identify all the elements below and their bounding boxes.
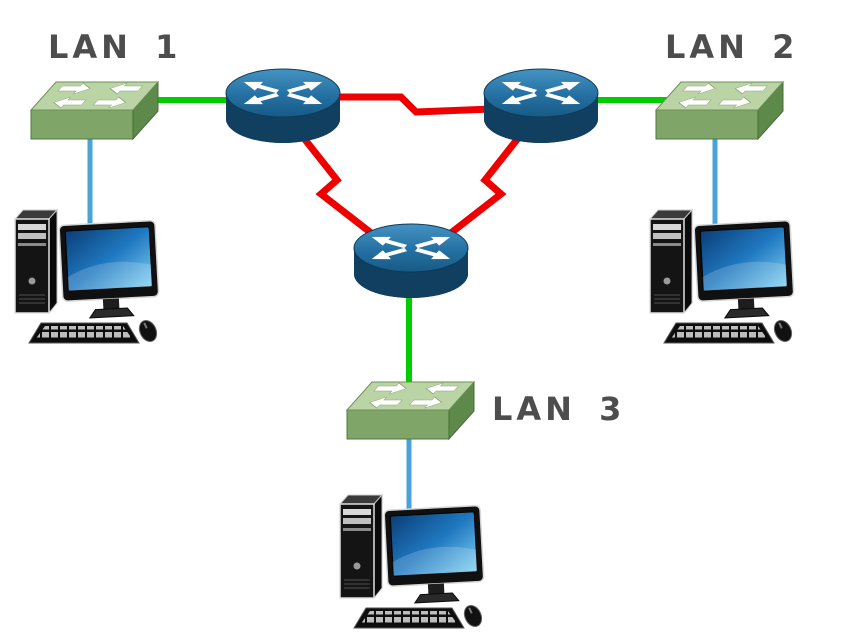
lan2-label: LAN 2 [665, 28, 798, 66]
router-2-icon [483, 68, 599, 144]
lan1-label: LAN 1 [48, 28, 181, 66]
router-3-icon [353, 223, 469, 299]
links-layer [87, 93, 718, 525]
router-1-icon [225, 68, 341, 144]
link-router1-router3 [296, 129, 387, 246]
labels-layer: LAN 1 LAN 2 LAN 3 [48, 28, 798, 428]
switch-1-icon [30, 81, 159, 140]
switch-3-icon [346, 381, 475, 440]
link-router1-router2 [330, 93, 493, 116]
switch-2-icon [655, 81, 784, 140]
lan3-label: LAN 3 [492, 390, 625, 428]
link-router2-router3 [435, 129, 526, 246]
